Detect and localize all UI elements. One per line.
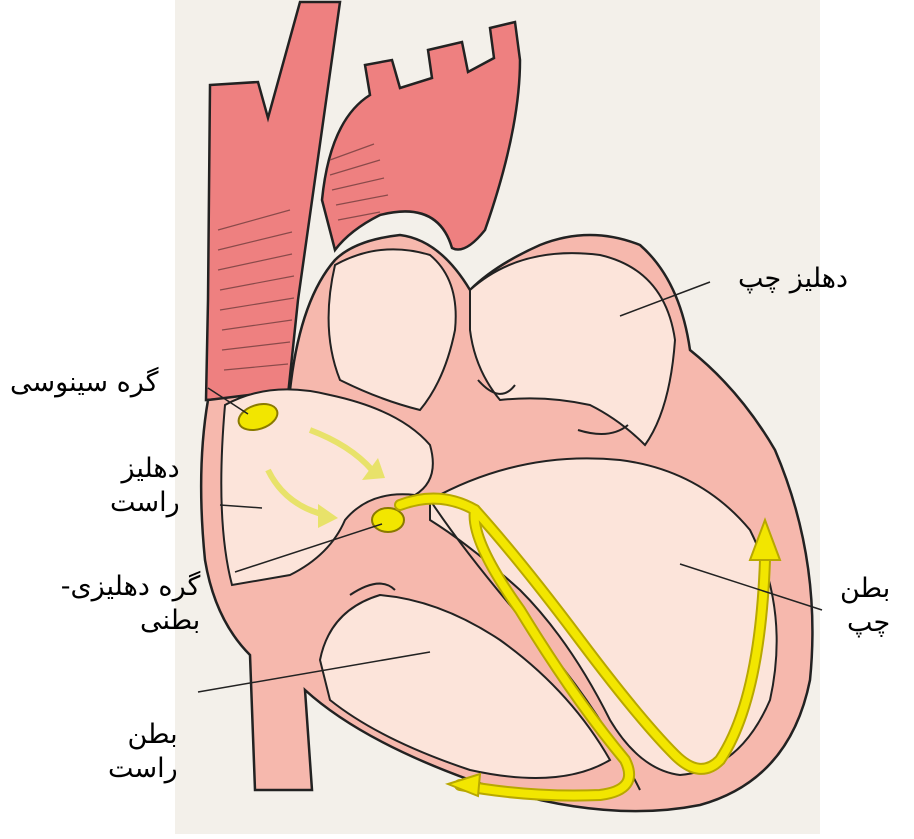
label-right-atrium-line2: راست — [110, 486, 180, 520]
label-av-node-line1: گره دهلیزی- — [30, 570, 200, 604]
label-left-ventricle-line2: چپ — [840, 606, 890, 640]
label-right-ventricle-line2: راست — [108, 752, 178, 786]
label-right-ventricle-line1: بطن — [108, 718, 178, 752]
label-av-node-line2: بطنی — [30, 604, 200, 638]
label-sa-node-text: گره سینوسی — [10, 366, 158, 400]
label-left-ventricle: بطن چپ — [840, 572, 890, 640]
label-sa-node: گره سینوسی — [10, 366, 158, 400]
label-left-atrium-text: دهلیز چپ — [738, 262, 848, 296]
label-left-atrium: دهلیز چپ — [738, 262, 848, 296]
label-right-atrium-line1: دهلیز — [110, 452, 180, 486]
label-left-ventricle-line1: بطن — [840, 572, 890, 606]
label-right-atrium: دهلیز راست — [110, 452, 180, 520]
label-right-ventricle: بطن راست — [108, 718, 178, 786]
av-node — [372, 508, 404, 532]
label-av-node: گره دهلیزی- بطنی — [30, 570, 200, 638]
